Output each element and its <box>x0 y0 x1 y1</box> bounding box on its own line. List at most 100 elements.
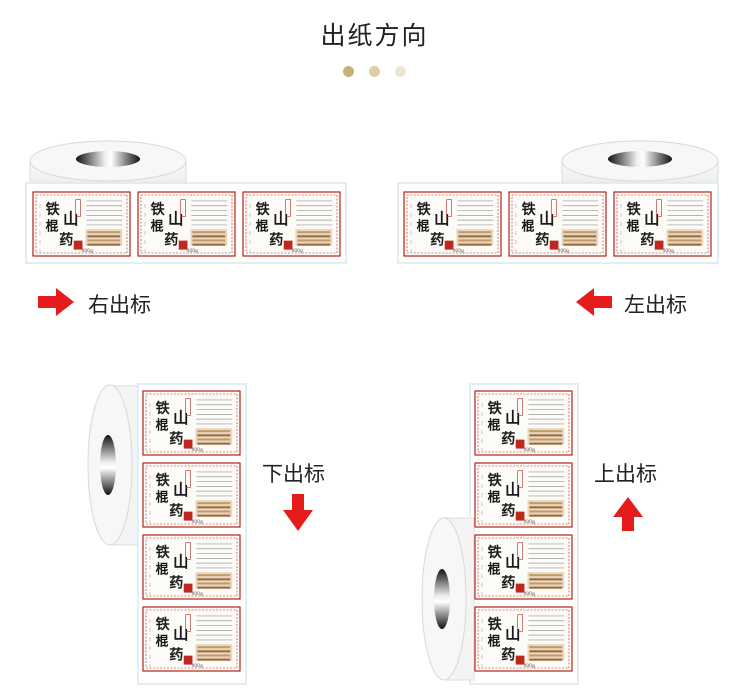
arrow-left-icon <box>576 288 612 316</box>
product-name-char: 棍 <box>488 561 501 577</box>
product-name-char: 药 <box>169 430 183 447</box>
product-name-char: 山 <box>505 409 520 427</box>
product-name-char: 山 <box>644 210 659 228</box>
product-name-char: 药 <box>501 574 515 591</box>
product-name-char: 铁 <box>417 201 432 218</box>
product-name-char: 药 <box>501 502 515 519</box>
product-label-sticker: 铁棍山药 400g <box>403 191 502 257</box>
product-name-char: 药 <box>164 231 178 248</box>
product-label-sticker: 铁棍山药 400g <box>242 191 341 257</box>
dot-2 <box>369 66 380 77</box>
dot-3 <box>395 66 407 77</box>
direction-up-label: 上出标 <box>594 458 657 488</box>
product-name-char: 棍 <box>417 218 430 234</box>
arrow-up-icon <box>613 497 643 531</box>
product-name-char: 棍 <box>151 218 164 234</box>
product-name-char: 棍 <box>488 633 501 649</box>
product-name-char: 铁 <box>156 544 171 561</box>
product-label-sticker: 铁棍山药 400g <box>142 462 241 528</box>
weight-text: 400g <box>82 248 94 254</box>
product-label-sticker: 铁棍山药400g <box>613 191 712 257</box>
product-label-sticker: 铁棍山药 400g <box>474 606 573 672</box>
product-label-sticker: 铁棍山药 400g <box>137 191 236 257</box>
product-name-char: 棍 <box>488 489 501 505</box>
dot-1 <box>342 66 354 77</box>
product-label-sticker: 铁棍山药 400g <box>32 191 131 257</box>
product-label-sticker: 铁棍山药 400g <box>474 462 573 528</box>
weight-text: 400g <box>187 248 199 254</box>
product-name-char: 棍 <box>156 633 169 649</box>
product-name-char: 山 <box>273 210 288 228</box>
product-name-char: 棍 <box>488 417 501 433</box>
product-name-char: 药 <box>169 502 183 519</box>
direction-down-label: 下出标 <box>262 458 325 488</box>
product-name-char: 铁 <box>156 472 171 489</box>
label-left-text: 左出标 <box>624 293 687 317</box>
weight-text: 400g <box>292 248 304 254</box>
product-name-char: 铁 <box>488 400 503 417</box>
sticker-layer: 铁棍山药400g铁棍山药400g铁棍山药400g铁棍山药400g铁棍山药400g… <box>32 191 712 672</box>
product-name-char: 铁 <box>156 616 171 633</box>
product-name-char: 山 <box>505 553 520 571</box>
weight-text: 400g <box>192 663 204 669</box>
product-name-char: 棍 <box>522 218 535 234</box>
product-name-char: 铁 <box>627 201 642 218</box>
label-up-text: 上出标 <box>594 462 657 486</box>
product-name-char: 山 <box>173 481 188 499</box>
product-name-char: 山 <box>168 210 183 228</box>
weight-text: 400g <box>192 519 204 525</box>
direction-left-label: 左出标 <box>624 289 687 319</box>
product-name-char: 药 <box>640 231 654 248</box>
product-name-char: 药 <box>501 430 515 447</box>
product-name-char: 铁 <box>488 544 503 561</box>
product-name-char: 山 <box>173 409 188 427</box>
product-name-char: 山 <box>539 210 554 228</box>
title-dots <box>0 62 749 81</box>
product-label-sticker: 铁棍山药 400g <box>142 390 241 456</box>
label-down-text: 下出标 <box>262 462 325 486</box>
product-label-sticker: 铁棍山药 400g <box>142 606 241 672</box>
product-name-char: 山 <box>173 625 188 643</box>
product-label-sticker: 铁棍山药 400g <box>508 191 607 257</box>
product-name-char: 铁 <box>46 201 61 218</box>
product-name-char: 棍 <box>156 561 169 577</box>
product-name-char: 药 <box>269 231 283 248</box>
weight-text: 400g <box>192 591 204 597</box>
arrow-right-icon <box>38 288 74 316</box>
product-name-char: 药 <box>59 231 73 248</box>
page-title: 出纸方向 <box>320 21 429 50</box>
weight-text: 400g <box>558 248 570 254</box>
product-name-char: 铁 <box>156 400 171 417</box>
product-name-char: 药 <box>169 574 183 591</box>
product-name-char: 铁 <box>488 472 503 489</box>
product-name-char: 棍 <box>46 218 59 234</box>
product-name-char: 药 <box>430 231 444 248</box>
weight-text: 400g <box>524 591 536 597</box>
product-name-char: 棍 <box>156 489 169 505</box>
product-label-sticker: 铁棍山药 400g <box>474 534 573 600</box>
product-name-char: 药 <box>535 231 549 248</box>
product-name-char: 山 <box>434 210 449 228</box>
product-name-char: 棍 <box>256 218 269 234</box>
product-name-char: 铁 <box>151 201 166 218</box>
product-name-char: 山 <box>505 625 520 643</box>
product-name-char: 棍 <box>156 417 169 433</box>
weight-text: 400g <box>192 447 204 453</box>
direction-right-label: 右出标 <box>88 289 151 319</box>
product-name-char: 药 <box>169 646 183 663</box>
product-name-char: 山 <box>173 553 188 571</box>
product-name-char: 铁 <box>522 201 537 218</box>
product-name-char: 山 <box>505 481 520 499</box>
product-name-char: 山 <box>63 210 78 228</box>
weight-text: 400g <box>524 519 536 525</box>
label-right-text: 右出标 <box>88 293 151 317</box>
product-name-char: 棍 <box>627 218 640 234</box>
product-name-char: 药 <box>501 646 515 663</box>
product-name-char: 铁 <box>256 201 271 218</box>
weight-text: 400g <box>453 248 465 254</box>
weight-text: 400g <box>524 663 536 669</box>
arrow-down-icon <box>283 494 313 531</box>
product-name-char: 铁 <box>488 616 503 633</box>
weight-text: 400g <box>524 447 536 453</box>
